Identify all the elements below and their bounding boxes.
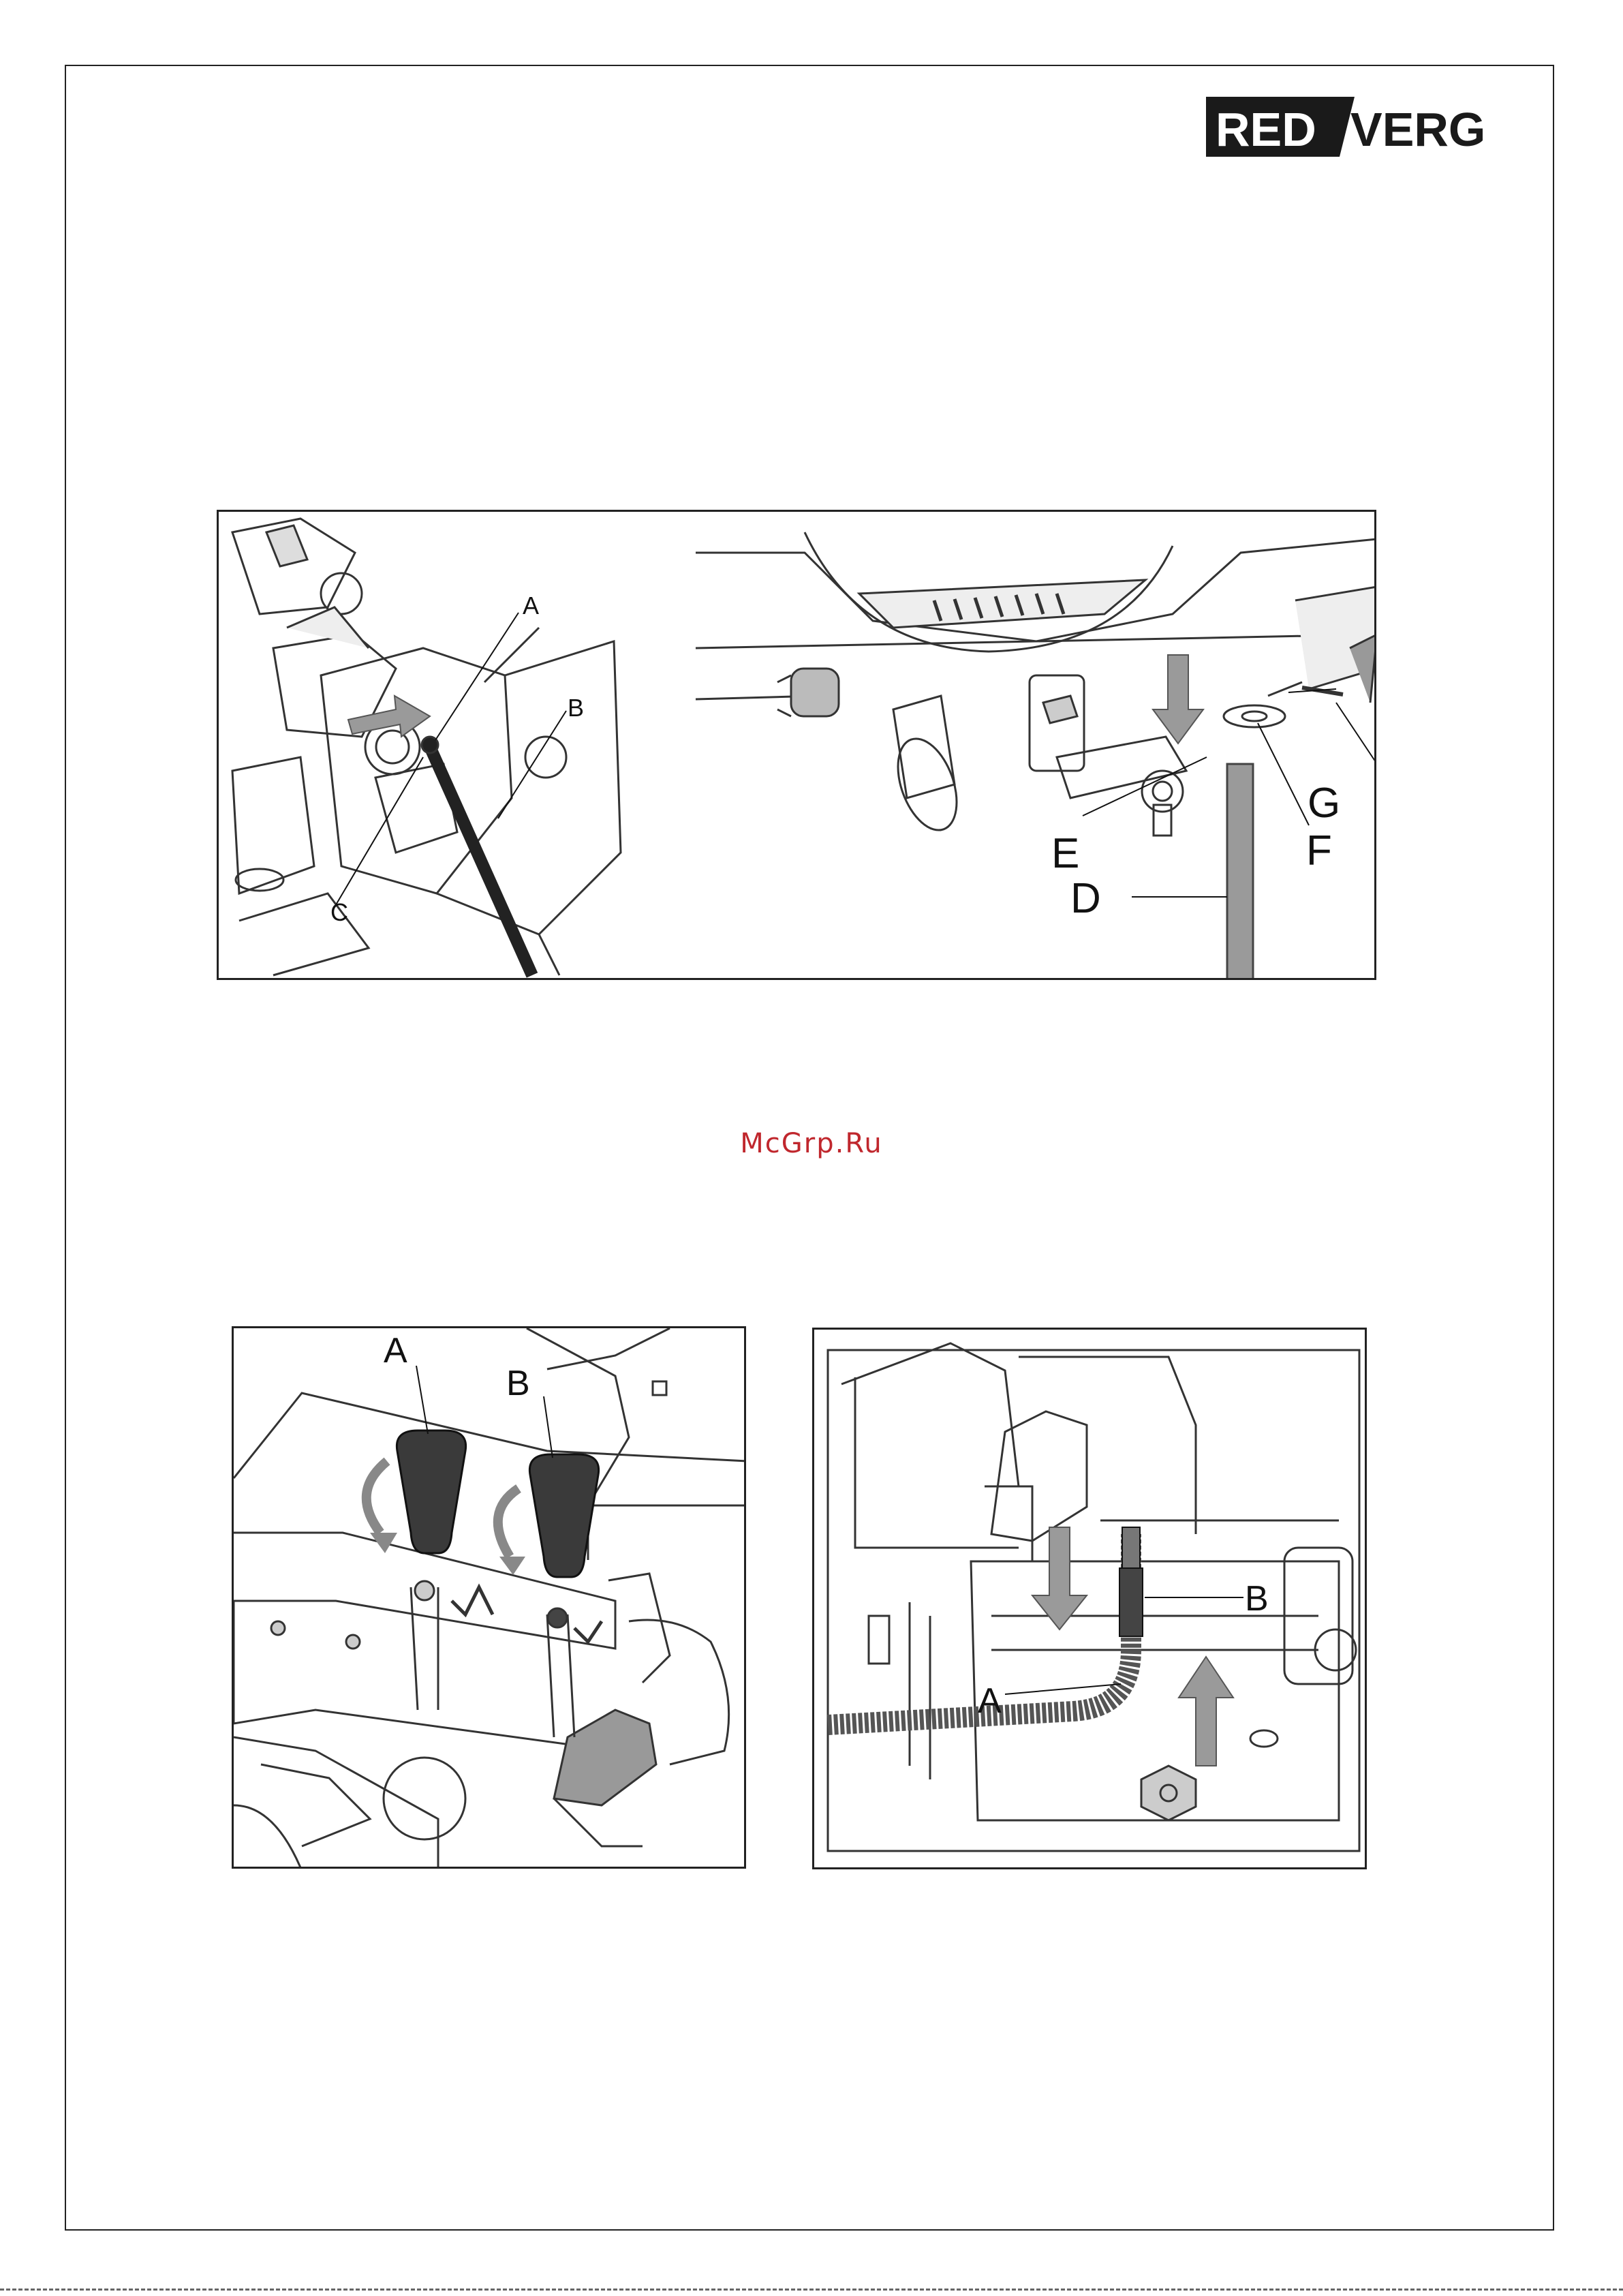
arrow-up [1179,1657,1233,1766]
callout-b-left: B [568,694,584,722]
arrow-down [1032,1527,1087,1629]
connector-upper [1122,1527,1140,1568]
callout-g-right: G [1308,780,1340,827]
figure-bottom-left: A B [232,1326,746,1869]
logo-text-verg: VERG [1350,103,1485,156]
callout-a-cable: A [978,1681,1002,1721]
figure-bottom-right: B A [812,1328,1367,1869]
callout-f-right: F [1306,827,1332,874]
callout-b-cable: B [1245,1579,1269,1619]
rotate-arrow-b [498,1488,519,1557]
callout-d-right: D [1070,875,1101,922]
callout-c-left: C [330,898,348,926]
callout-a-left: A [523,592,539,619]
left-panel-drawing [232,519,621,975]
connector-b [1119,1568,1143,1636]
callout-e-right: E [1051,830,1079,877]
cable-drawing [828,1343,1359,1851]
logo-text-red: RED [1216,103,1316,156]
lever-knob-a [397,1430,465,1553]
redverg-logo: RED VERG [1206,95,1499,158]
rotate-arrow-a-head [370,1533,397,1553]
figure-top: A B C [217,510,1376,980]
page-bottom-dashed-line [0,2289,1623,2291]
levers-drawing [234,1328,746,1869]
callout-a-levers: A [384,1331,407,1371]
rotate-arrow-a [367,1461,387,1533]
callout-b-levers: B [506,1364,530,1403]
watermark-text: McGrp.Ru [0,1128,1623,1159]
